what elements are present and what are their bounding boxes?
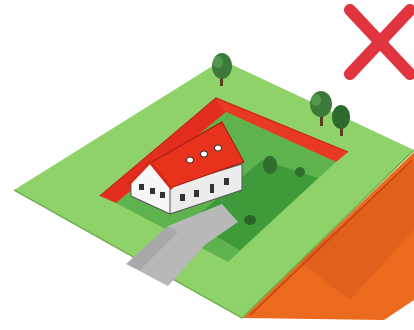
roof-window [187,157,194,163]
window [194,190,199,197]
tree-highlight [213,56,223,68]
roof-window [215,145,222,151]
window [150,188,155,194]
tree-crown [332,105,350,129]
shrub [263,156,277,174]
x-mark-icon [350,10,410,74]
window [139,184,144,190]
shrub [244,215,256,225]
window [180,194,185,201]
window [224,178,229,185]
window [160,192,165,198]
shrub [295,167,305,177]
tree-highlight [311,94,321,106]
door [210,184,214,193]
roof-window [201,151,208,157]
